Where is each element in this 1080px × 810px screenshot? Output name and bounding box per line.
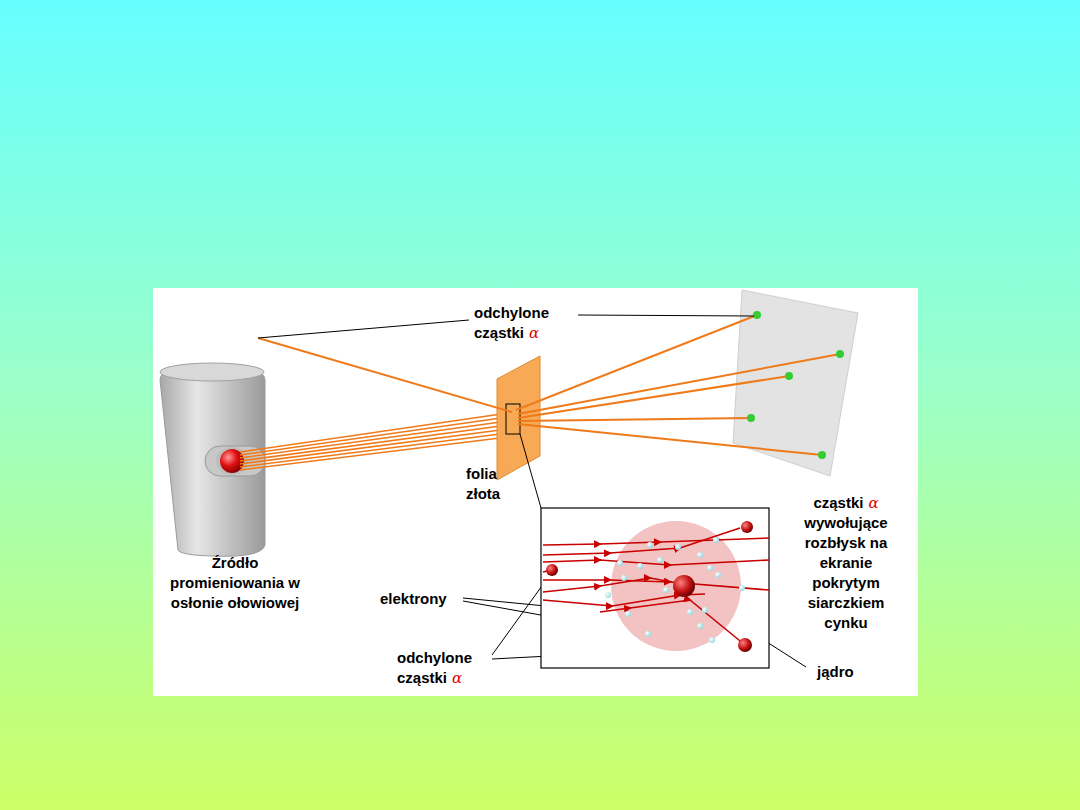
label-text: elektrony xyxy=(380,590,447,607)
label-row: odchylone cząstkiα xyxy=(474,303,574,343)
leader-lines xyxy=(258,315,806,667)
alpha-beam xyxy=(240,413,508,470)
label-row: cząstki α xyxy=(790,493,902,513)
label-row: jądro xyxy=(817,662,877,682)
scintillation-flashes xyxy=(747,311,844,459)
label-row: wywołujące rozbłysk na ekranie pokrytym … xyxy=(790,513,902,633)
deflected-rays xyxy=(258,315,840,455)
foil-label: folia złota xyxy=(466,464,526,504)
label-row: Źródło promieniowania w osłonie ołowiowe… xyxy=(165,553,305,613)
label-row: folia złota xyxy=(466,464,526,504)
alpha-symbol: α xyxy=(452,669,462,687)
white-panel xyxy=(153,288,918,696)
label-text: wywołujące rozbłysk na ekranie pokrytym … xyxy=(804,514,887,631)
label-row: odchylone cząstkiα xyxy=(397,648,497,688)
alpha-symbol: α xyxy=(529,324,539,342)
atom-inset xyxy=(541,508,769,668)
label-text: cząstki xyxy=(813,494,863,511)
deflected-alpha-label: odchylone cząstkiα xyxy=(397,648,497,688)
label-text: Źródło promieniowania w osłonie ołowiowe… xyxy=(170,554,300,611)
alpha-symbol: α xyxy=(868,494,878,512)
nucleus-label: jądro xyxy=(817,662,877,682)
label-row: elektrony xyxy=(380,589,462,609)
label-text: folia złota xyxy=(466,465,500,502)
electrons-label: elektrony xyxy=(380,589,462,609)
source-label: Źródło promieniowania w osłonie ołowiowe… xyxy=(165,553,305,613)
label-text: jądro xyxy=(817,663,854,680)
screen-flash-label: cząstki α wywołujące rozbłysk na ekranie p… xyxy=(790,493,902,633)
deflected-alpha-label: odchylone cząstkiα xyxy=(474,303,574,343)
